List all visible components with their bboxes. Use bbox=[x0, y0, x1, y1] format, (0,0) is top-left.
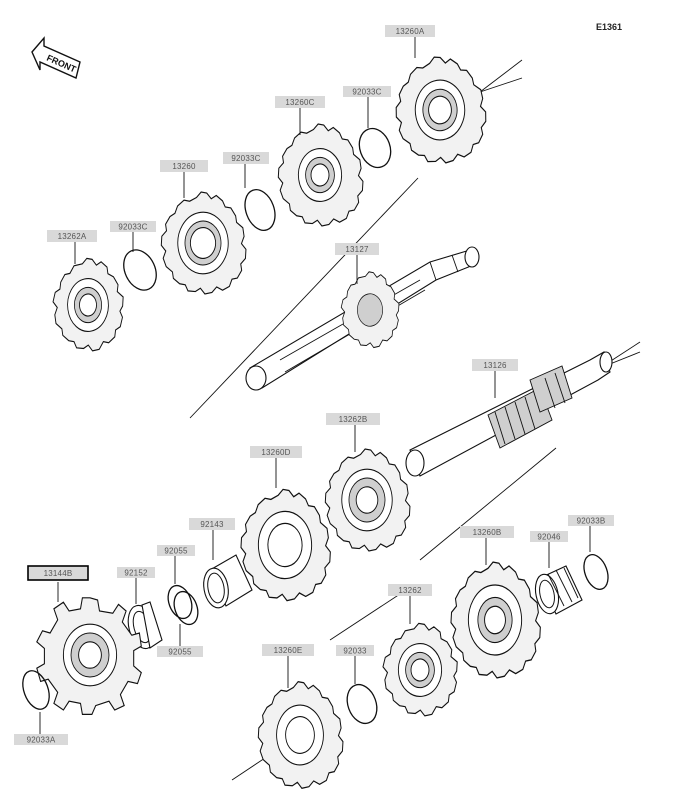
svg-text:92033C: 92033C bbox=[231, 154, 260, 163]
svg-text:92152: 92152 bbox=[124, 569, 148, 578]
part-label-13260d[interactable]: 13260D bbox=[250, 446, 302, 458]
svg-text:92033B: 92033B bbox=[577, 517, 606, 526]
part-label-13262a[interactable]: 13262A bbox=[47, 230, 97, 242]
gear-13260c bbox=[277, 123, 364, 227]
svg-text:13260D: 13260D bbox=[261, 448, 290, 457]
circlip-92033c-3 bbox=[123, 249, 157, 291]
part-label-92033a[interactable]: 92033A bbox=[14, 734, 68, 745]
gear-13260d bbox=[240, 488, 331, 602]
svg-text:13260E: 13260E bbox=[274, 646, 303, 655]
circlip-92033 bbox=[346, 683, 378, 725]
front-direction-arrow-icon: FRONT bbox=[31, 36, 81, 79]
svg-text:92033: 92033 bbox=[343, 647, 367, 656]
part-label-92033b[interactable]: 92033B bbox=[568, 515, 614, 526]
circlip-92033a bbox=[22, 670, 50, 710]
gear-13260a bbox=[395, 56, 487, 164]
circlip-92055-top bbox=[167, 584, 193, 620]
svg-text:13262A: 13262A bbox=[58, 232, 87, 241]
part-label-13260e[interactable]: 13260E bbox=[262, 644, 314, 656]
svg-text:13260A: 13260A bbox=[396, 27, 425, 36]
svg-text:13260: 13260 bbox=[172, 162, 196, 171]
svg-text:13260B: 13260B bbox=[473, 528, 502, 537]
gear-13260 bbox=[160, 191, 247, 295]
svg-text:92033C: 92033C bbox=[118, 223, 147, 232]
part-label-92033c-3[interactable]: 92033C bbox=[110, 221, 156, 232]
diagram-code: E1361 bbox=[596, 22, 622, 32]
needle-bearing-92046 bbox=[534, 565, 583, 615]
svg-text:92033A: 92033A bbox=[27, 736, 56, 745]
part-label-92152[interactable]: 92152 bbox=[117, 567, 155, 578]
circlip-92033c-2 bbox=[244, 189, 276, 231]
svg-text:13127: 13127 bbox=[345, 245, 369, 254]
gear-13260b bbox=[450, 561, 541, 679]
shaft-13127-gear bbox=[340, 271, 400, 349]
part-label-13262b[interactable]: 13262B bbox=[326, 413, 380, 425]
svg-text:92055: 92055 bbox=[168, 648, 192, 657]
bushing-92143 bbox=[203, 554, 253, 609]
part-label-13260a[interactable]: 13260A bbox=[385, 25, 435, 37]
part-label-13260c[interactable]: 13260C bbox=[275, 96, 325, 108]
svg-text:13126: 13126 bbox=[483, 361, 507, 370]
part-label-92033c-2[interactable]: 92033C bbox=[223, 152, 269, 164]
part-label-13262[interactable]: 13262 bbox=[388, 584, 432, 596]
svg-text:92046: 92046 bbox=[537, 533, 561, 542]
part-label-13126[interactable]: 13126 bbox=[472, 359, 518, 371]
part-label-92033[interactable]: 92033 bbox=[336, 645, 374, 656]
part-label-92046[interactable]: 92046 bbox=[530, 531, 568, 542]
svg-text:92055: 92055 bbox=[164, 547, 188, 556]
gear-13262b bbox=[324, 448, 411, 552]
sprocket-13144b bbox=[36, 597, 142, 716]
part-label-13260[interactable]: 13260 bbox=[160, 160, 208, 172]
part-label-13127[interactable]: 13127 bbox=[335, 243, 379, 255]
circlip-92033c-1 bbox=[358, 127, 392, 169]
part-label-92055-top[interactable]: 92055 bbox=[157, 545, 195, 556]
gear-13260e bbox=[257, 681, 344, 789]
gear-13262 bbox=[382, 622, 458, 717]
shaft-13126 bbox=[405, 351, 613, 477]
svg-text:13260C: 13260C bbox=[285, 98, 314, 107]
svg-text:92143: 92143 bbox=[200, 520, 224, 529]
circlip-92055-bottom bbox=[173, 590, 199, 626]
part-label-13260b[interactable]: 13260B bbox=[460, 526, 514, 538]
svg-text:13262B: 13262B bbox=[339, 415, 368, 424]
gear-13262a bbox=[52, 257, 124, 352]
circlip-92033b bbox=[583, 554, 609, 590]
svg-text:13144B: 13144B bbox=[44, 569, 73, 578]
part-label-92055-bottom[interactable]: 92055 bbox=[157, 646, 203, 657]
part-label-13144b[interactable]: 13144B bbox=[27, 565, 89, 581]
svg-text:13262: 13262 bbox=[398, 586, 422, 595]
svg-text:92033C: 92033C bbox=[352, 88, 381, 97]
part-label-92033c-1[interactable]: 92033C bbox=[343, 86, 391, 97]
part-label-92143[interactable]: 92143 bbox=[189, 518, 235, 530]
